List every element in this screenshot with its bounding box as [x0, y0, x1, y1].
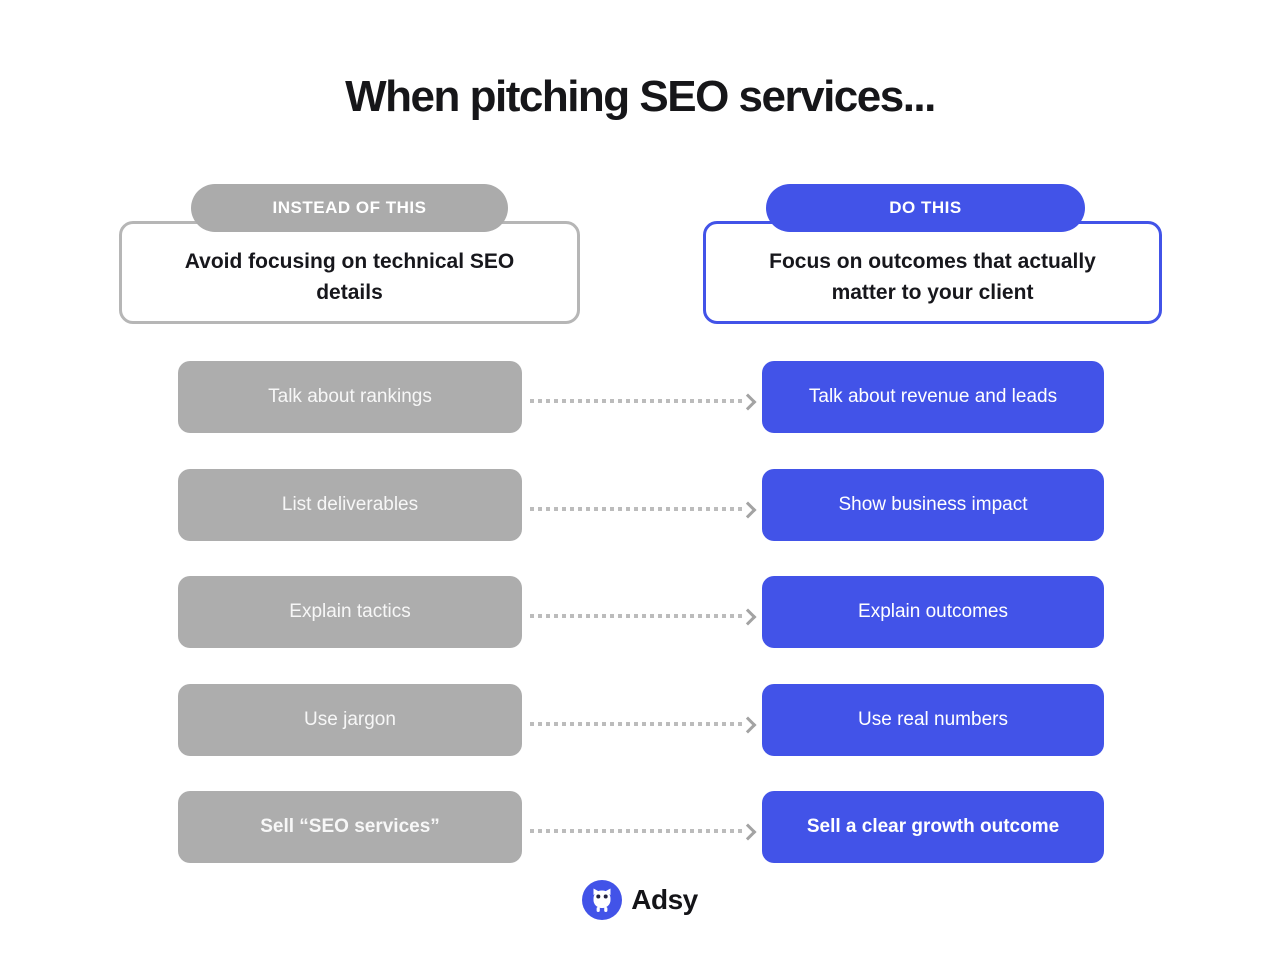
- do-this-pill: DO THIS: [766, 184, 1085, 232]
- comparison-row: List deliverables Show business impact: [0, 469, 1280, 541]
- do-item: Show business impact: [762, 469, 1104, 541]
- arrow-head: [739, 501, 757, 519]
- do-item: Use real numbers: [762, 684, 1104, 756]
- comparison-row: Use jargon Use real numbers: [0, 684, 1280, 756]
- dotted-arrow-icon: [530, 716, 758, 734]
- do-item: Sell a clear growth outcome: [762, 791, 1104, 863]
- arrow-head: [739, 823, 757, 841]
- dotted-arrow-icon: [530, 501, 758, 519]
- arrow-head: [739, 393, 757, 411]
- arrow-head: [739, 716, 757, 734]
- brand-name: Adsy: [631, 884, 698, 915]
- instead-item: Sell “SEO services”: [178, 791, 522, 863]
- instead-item: Use jargon: [178, 684, 522, 756]
- instead-item: List deliverables: [178, 469, 522, 541]
- do-item: Talk about revenue and leads: [762, 361, 1104, 433]
- arrow-line: [530, 829, 744, 833]
- dotted-arrow-icon: [530, 823, 758, 841]
- comparison-row: Sell “SEO services” Sell a clear growth …: [0, 791, 1280, 863]
- comparison-row: Explain tactics Explain outcomes: [0, 576, 1280, 648]
- instead-item: Talk about rankings: [178, 361, 522, 433]
- dotted-arrow-icon: [530, 608, 758, 626]
- arrow-line: [530, 722, 744, 726]
- owl-icon: [582, 880, 623, 920]
- dotted-arrow-icon: [530, 393, 758, 411]
- arrow-line: [530, 507, 744, 511]
- arrow-line: [530, 399, 744, 403]
- do-item: Explain outcomes: [762, 576, 1104, 648]
- instead-item: Explain tactics: [178, 576, 522, 648]
- do-this-box: Focus on outcomes that actually matter t…: [703, 221, 1162, 324]
- comparison-row: Talk about rankings Talk about revenue a…: [0, 361, 1280, 433]
- arrow-head: [739, 608, 757, 626]
- instead-of-this-pill: INSTEAD OF THIS: [191, 184, 508, 232]
- arrow-line: [530, 614, 744, 618]
- instead-of-this-box: Avoid focusing on technical SEO details: [119, 221, 580, 324]
- page-title: When pitching SEO services...: [345, 72, 936, 121]
- brand-footer: Adsy: [0, 880, 1280, 920]
